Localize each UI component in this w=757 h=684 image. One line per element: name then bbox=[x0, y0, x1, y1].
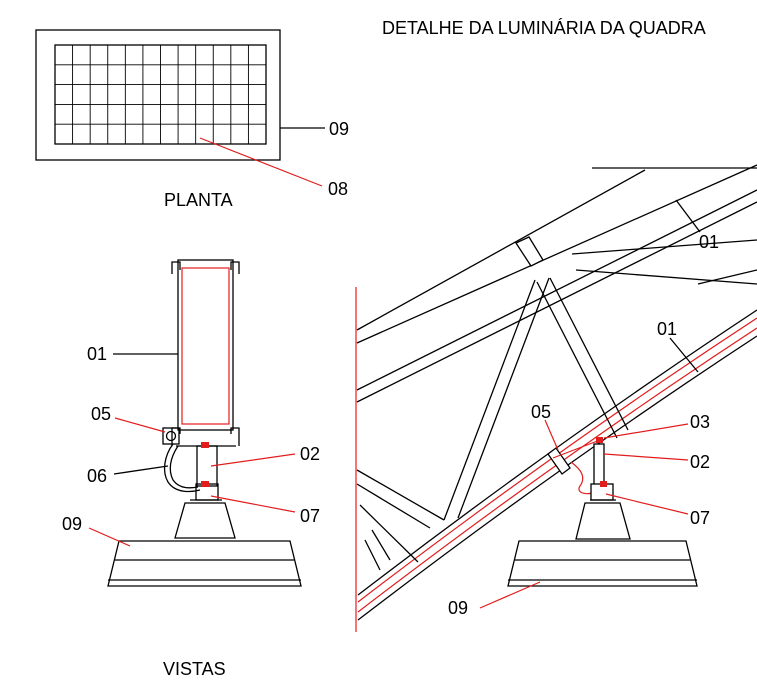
upper-chord-line-4 bbox=[356, 201, 757, 403]
front-bolt-bottom bbox=[201, 481, 209, 487]
side-bolt-07 bbox=[600, 481, 607, 487]
side-callout-03: 03 bbox=[690, 412, 710, 432]
upper-chord-line-2 bbox=[356, 164, 757, 344]
side-leader-03 bbox=[603, 423, 689, 439]
side-view: 01 01 05 03 02 07 09 bbox=[355, 164, 757, 632]
side-leader-01b bbox=[669, 337, 699, 373]
plan-label: PLANTA bbox=[164, 190, 233, 210]
front-callout-06: 06 bbox=[87, 466, 107, 486]
side-callout-09: 09 bbox=[448, 598, 468, 618]
lower-chord-line-1 bbox=[357, 309, 757, 596]
side-base-09 bbox=[507, 540, 698, 587]
side-callout-01b: 01 bbox=[657, 319, 677, 339]
plan-lamp-grid bbox=[55, 45, 266, 144]
front-callout-01: 01 bbox=[87, 344, 107, 364]
side-bolt-03 bbox=[596, 437, 603, 443]
side-leader-07 bbox=[605, 493, 689, 515]
front-leader-05 bbox=[114, 417, 166, 433]
lower-chord-line-2 bbox=[357, 335, 757, 621]
plan-view: 09 08 PLANTA bbox=[35, 29, 349, 210]
side-callout-05: 05 bbox=[531, 402, 551, 422]
front-top-lip-left bbox=[171, 261, 181, 274]
side-leader-01a bbox=[675, 199, 701, 233]
front-top-lip-right bbox=[230, 261, 240, 274]
front-cable-06 bbox=[163, 443, 201, 493]
front-bottom-lip-right bbox=[230, 427, 240, 446]
front-view: 01 05 06 02 07 09 bbox=[62, 259, 320, 587]
vistas-label: VISTAS bbox=[163, 659, 226, 679]
side-pedestal bbox=[575, 502, 631, 540]
drawing-title: DETALHE DA LUMINÁRIA DA QUADRA bbox=[382, 18, 706, 38]
front-leader-06 bbox=[113, 465, 169, 475]
upper-chord-line-1 bbox=[356, 169, 646, 331]
plan-callout-09: 09 bbox=[329, 119, 349, 139]
front-callout-07: 07 bbox=[300, 506, 320, 526]
front-luminaire-reflector bbox=[181, 267, 230, 425]
front-luminaire-body bbox=[177, 259, 234, 431]
front-cable-06-inner bbox=[169, 445, 199, 489]
front-callout-02: 02 bbox=[300, 444, 320, 464]
side-box-05 bbox=[547, 447, 571, 475]
truss-web-members bbox=[356, 239, 757, 571]
front-base-09 bbox=[107, 540, 302, 587]
plan-outer-frame bbox=[35, 29, 281, 161]
plan-leader-08 bbox=[199, 137, 323, 187]
front-pedestal bbox=[174, 502, 236, 539]
front-box-05 bbox=[162, 427, 180, 445]
upper-chord-splice bbox=[515, 236, 544, 267]
side-leader-05 bbox=[544, 419, 559, 451]
front-callout-05: 05 bbox=[91, 404, 111, 424]
front-box-05-knob bbox=[165, 430, 177, 442]
front-callout-09: 09 bbox=[62, 514, 82, 534]
side-mount-red bbox=[552, 439, 601, 459]
side-leader-02 bbox=[603, 453, 689, 461]
front-leader-07 bbox=[210, 495, 296, 513]
side-cable bbox=[570, 461, 597, 495]
front-leader-02 bbox=[210, 453, 296, 467]
side-callout-02: 02 bbox=[690, 452, 710, 472]
upper-chord-line-3 bbox=[356, 189, 757, 391]
plan-callout-08: 08 bbox=[328, 179, 348, 199]
truss-web-diagonal-b bbox=[536, 277, 629, 439]
truss-web-diagonal-d bbox=[364, 529, 391, 571]
truss-web-right-upper bbox=[571, 239, 757, 285]
side-leader-09 bbox=[479, 581, 541, 609]
side-callout-07: 07 bbox=[690, 508, 710, 528]
front-bolt-top bbox=[201, 442, 209, 448]
front-leader-09 bbox=[88, 527, 131, 547]
truss-web-diagonal-c bbox=[356, 469, 445, 529]
truss-web-diagonal-e bbox=[359, 504, 419, 563]
truss-web-diagonal-a bbox=[443, 277, 550, 521]
truss-web-right-lower bbox=[697, 269, 757, 285]
side-callout-01a: 01 bbox=[699, 232, 719, 252]
